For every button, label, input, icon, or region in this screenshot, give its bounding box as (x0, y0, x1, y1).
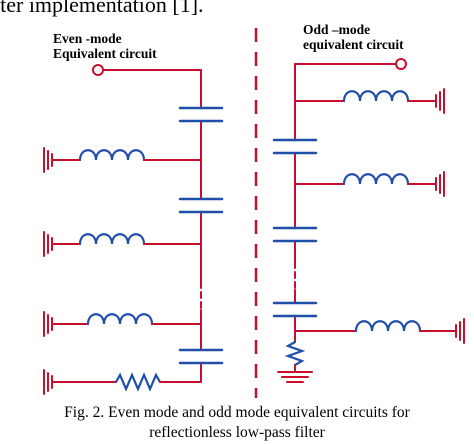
odd-mode-circuit (272, 58, 465, 383)
even-inductor-2 (78, 233, 146, 246)
even-capacitor-1 (178, 106, 224, 123)
odd-inductor-1 (342, 90, 410, 103)
odd-ground-1 (435, 88, 445, 114)
even-inductor-3 (86, 313, 154, 326)
odd-inductor-2 (342, 173, 410, 186)
odd-mode-label: Odd –mode equivalent circuit (303, 22, 404, 52)
odd-ground-bottom (277, 371, 313, 383)
odd-capacitor-2 (272, 226, 318, 243)
odd-inductor-3 (354, 320, 422, 333)
even-inductor-1 (78, 149, 146, 162)
even-mode-label-line1: Even -mode (53, 31, 122, 46)
even-port-terminal (92, 64, 104, 76)
odd-mode-label-line1: Odd –mode (303, 22, 371, 37)
even-capacitor-2 (178, 197, 224, 214)
odd-ground-2 (435, 171, 445, 197)
even-mode-label: Even -mode Equivalent circuit (53, 31, 157, 61)
even-mode-circuit (43, 64, 224, 395)
even-resistor (114, 372, 162, 392)
figure-caption-line2: reflectionless low-pass filter (149, 424, 325, 441)
even-capacitor-3 (178, 348, 224, 365)
even-ground-1 (43, 147, 53, 173)
even-ground-2 (43, 231, 53, 257)
odd-capacitor-1 (272, 138, 318, 155)
odd-capacitor-3 (272, 301, 318, 318)
even-ground-3 (43, 311, 53, 337)
even-ground-4 (43, 369, 53, 395)
preceding-text-fragment: lter implementation [1]. (0, 0, 204, 17)
odd-port-terminal (395, 58, 407, 70)
even-mode-label-line2: Equivalent circuit (53, 46, 157, 61)
figure-caption-line1: Fig. 2. Even mode and odd mode equivalen… (64, 404, 410, 421)
odd-ground-3 (455, 318, 465, 344)
odd-resistor (284, 340, 306, 367)
odd-mode-label-line2: equivalent circuit (303, 37, 404, 52)
